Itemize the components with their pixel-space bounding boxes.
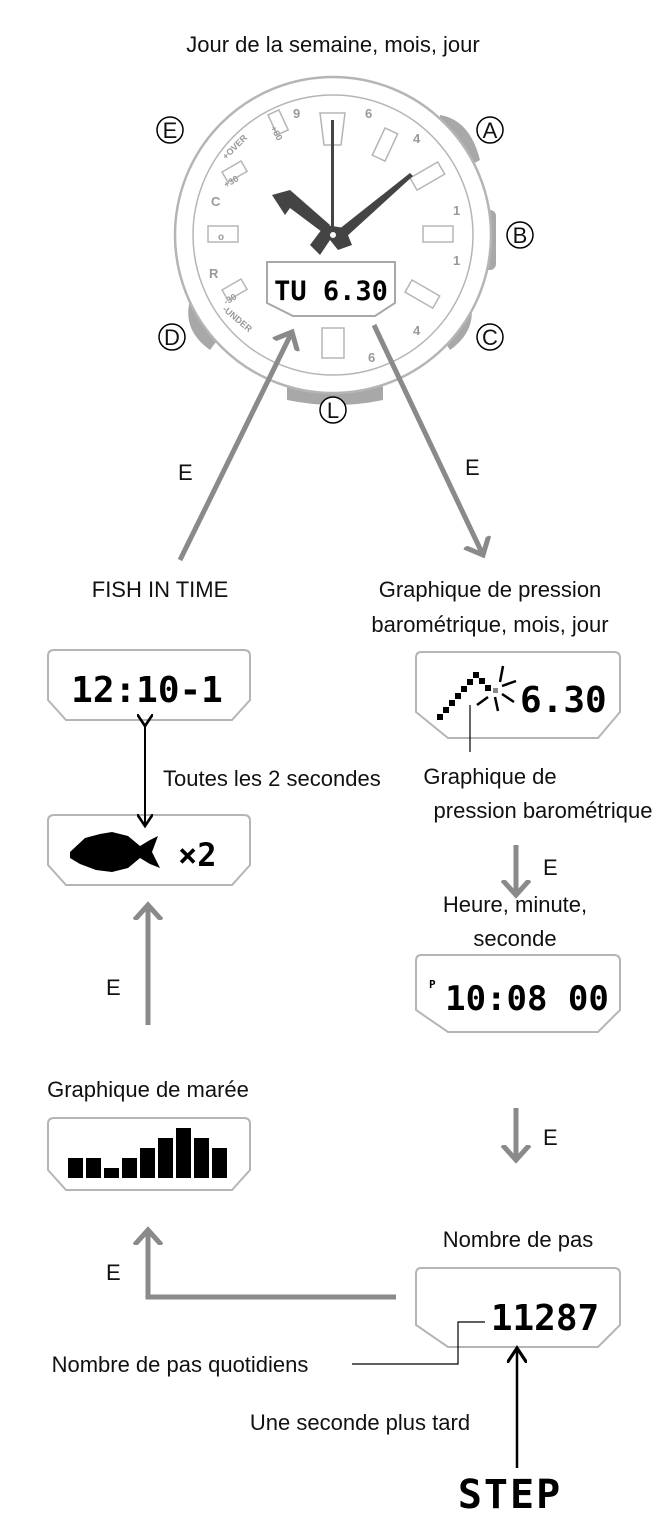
button-label-d: D (164, 325, 180, 350)
step-label: STEP (458, 1472, 562, 1518)
tide-bar (122, 1158, 137, 1178)
watch-illustration: 9 6 4 1 1 4 6 C R o +30 -30 +60 +OVER -U… (156, 75, 534, 424)
tide-bar (104, 1168, 119, 1178)
time-title-1: Heure, minute, (443, 892, 587, 917)
button-label-l: L (327, 398, 339, 423)
tide-bar (194, 1138, 209, 1178)
watch-hands (272, 120, 413, 255)
arrow-label: E (543, 855, 558, 880)
arrow-label: E (465, 455, 480, 480)
lcd-frames (47, 649, 621, 1348)
flow-arrows (148, 323, 516, 1300)
dial-mark: 4 (413, 323, 421, 338)
arrow-label: E (106, 975, 121, 1000)
fish-icon (70, 832, 160, 872)
arrow-steps-to-tide (148, 1230, 396, 1300)
dial-mark: 6 (368, 350, 375, 365)
baro-callout-2: pression barométrique (434, 798, 653, 823)
arrow-to-baro (371, 323, 483, 555)
dial-mark: 1 (453, 203, 460, 218)
dial-mark: R (209, 266, 219, 281)
dial-mark: 1 (453, 253, 460, 268)
tide-bar (68, 1158, 83, 1178)
watch-display: TU 6.30 (274, 276, 388, 307)
steps-callout: Nombre de pas quotidiens (52, 1352, 309, 1377)
button-label-c: C (482, 325, 498, 350)
arrow-label: E (106, 1260, 121, 1285)
pressure-graph-icon (437, 665, 517, 720)
tide-bar (158, 1138, 173, 1178)
baro-date-display: 6.30 (520, 680, 607, 721)
dial-mark: o (218, 232, 224, 243)
alternate-note: Toutes les 2 secondes (163, 766, 381, 791)
fish-time-display: 12:10-1 (71, 670, 223, 711)
button-label-e: E (163, 118, 178, 143)
button-label-b: B (513, 223, 528, 248)
baro-title-2: barométrique, mois, jour (371, 612, 608, 637)
pm-indicator: P (429, 978, 436, 991)
dial-mark: 9 (293, 106, 300, 121)
tide-title: Graphique de marée (47, 1077, 249, 1102)
top-label: Jour de la semaine, mois, jour (186, 32, 479, 57)
tide-bar (86, 1158, 101, 1178)
arrow-to-fish (177, 332, 292, 562)
tide-bar (140, 1148, 155, 1178)
time-display: 10:08 00 (445, 979, 609, 1019)
button-label-a: A (483, 118, 498, 143)
tide-bar (176, 1128, 191, 1178)
tide-graph (68, 1128, 227, 1178)
arrow-label: E (178, 460, 193, 485)
baro-title-1: Graphique de pression (379, 577, 602, 602)
arrow-label: E (543, 1125, 558, 1150)
steps-title: Nombre de pas (443, 1227, 593, 1252)
fish-title: FISH IN TIME (92, 577, 229, 602)
time-title-2: seconde (473, 926, 556, 951)
steps-callout-line (352, 1321, 485, 1365)
fish-count-display: ×2 (178, 836, 217, 874)
dial-mark: C (211, 194, 221, 209)
tide-bar (212, 1148, 227, 1178)
dial-mark: 6 (365, 106, 372, 121)
steps-after-note: Une seconde plus tard (250, 1410, 470, 1435)
baro-callout-1: Graphique de (423, 764, 556, 789)
dial-mark: 4 (413, 131, 421, 146)
steps-display: 11287 (491, 1298, 599, 1339)
